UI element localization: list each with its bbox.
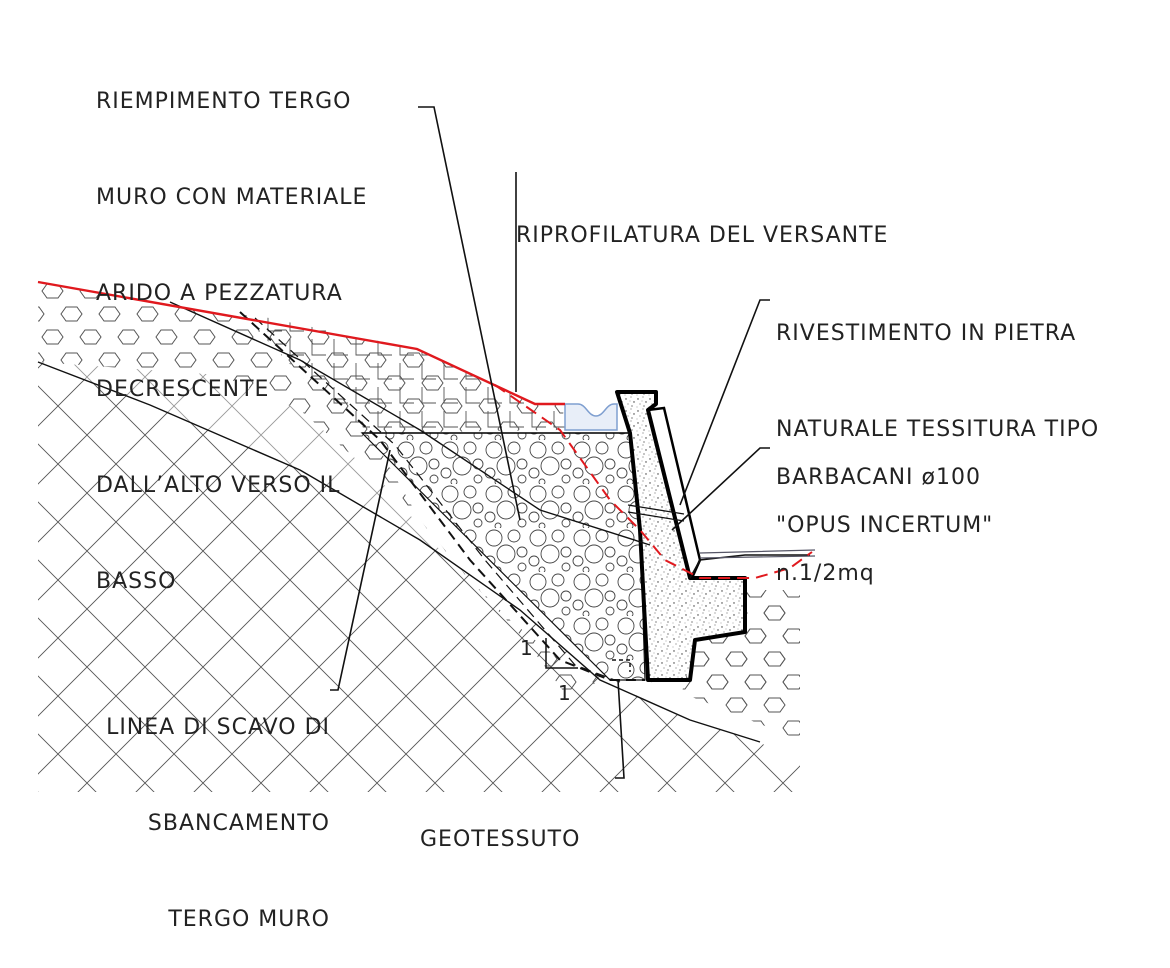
stone-cladding <box>647 406 702 579</box>
retaining-wall <box>615 390 747 682</box>
leader-fill <box>418 106 521 521</box>
leader-weepholes <box>671 447 770 531</box>
weepholes-label: BARBACANI ø100 n.1/2mq <box>776 465 981 586</box>
excavation-line-2 <box>254 317 621 683</box>
reprofiled-slope-line <box>37 280 565 406</box>
slope-ratio-triangle <box>545 638 578 669</box>
right-soil-hatch <box>690 590 800 740</box>
reprofiled-fill-l <box>240 312 565 433</box>
original-profile-dashed <box>494 384 813 579</box>
fill-label: RIEMPIMENTO TERGO MURO CON MATERIALE ARI… <box>96 89 368 594</box>
slope-ratio-vertical: 1 <box>520 636 533 660</box>
leader-geotextile <box>615 679 625 779</box>
excavation-label: LINEA DI SCAVO DI SBANCAMENTO TERGO MURO <box>106 715 330 932</box>
upper-slope-line <box>169 301 651 546</box>
leader-cladding <box>679 299 770 506</box>
geotextile-marker <box>612 659 631 672</box>
lower-soil-crossed-2 <box>38 362 610 680</box>
leader-excavation <box>330 449 391 691</box>
retaining-wall-section: 1 1 <box>37 106 816 792</box>
reprofile-label: RIPROFILATURA DEL VERSANTE <box>516 223 889 248</box>
slope-ratio-horizontal: 1 <box>558 681 571 705</box>
cladding-label: RIVESTIMENTO IN PIETRA NATURALE TESSITUR… <box>776 321 1100 538</box>
drain-channel <box>564 403 618 431</box>
road-surface <box>699 549 816 559</box>
natural-ground-line <box>37 361 761 743</box>
geotextile-label: GEOTESSUTO <box>420 827 581 852</box>
weep-hole-pipe <box>627 504 685 522</box>
